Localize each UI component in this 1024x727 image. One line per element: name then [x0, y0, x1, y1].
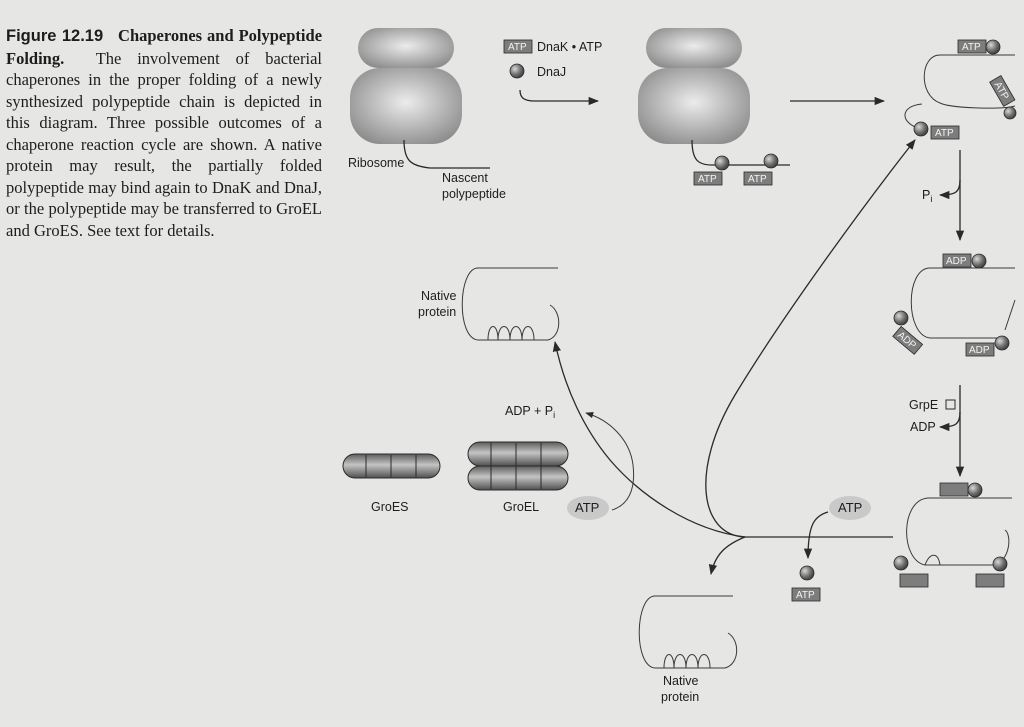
- chain-complex-3: [906, 497, 1012, 566]
- atp-tag: ATP: [930, 125, 960, 140]
- ribosome-small-subunit: [358, 28, 454, 68]
- atp-ellipse: [829, 496, 871, 520]
- atp-label: ATP: [575, 500, 599, 515]
- nascent-label-line2: polypeptide: [442, 187, 506, 201]
- grpe-block: [975, 573, 1005, 588]
- groel-label: GroEL: [503, 500, 539, 514]
- adp-tag: ADP: [965, 342, 995, 357]
- pi-release-arrow: [938, 179, 961, 200]
- pi-label: Pi: [922, 188, 932, 204]
- atp-tag-text: ATP: [796, 590, 815, 601]
- native-protein-top-label-1: Native: [421, 289, 456, 303]
- native-protein-helix: [487, 326, 535, 341]
- dnaj-sphere: [971, 253, 987, 269]
- nascent-polypeptide-chain: [403, 139, 490, 169]
- native-protein-top-label-2: protein: [418, 305, 456, 319]
- groes-complex: [342, 453, 441, 479]
- dnaj-sphere: [714, 155, 730, 171]
- grpe-square-icon: [945, 399, 956, 410]
- dnaj-sphere: [1003, 106, 1017, 120]
- legend-dnaj: DnaJ: [537, 65, 566, 79]
- adp-tag-text: ADP: [969, 345, 990, 356]
- atp-tag-text: ATP: [698, 174, 717, 185]
- dnaj-sphere: [994, 335, 1010, 351]
- ribosome2-chain: [691, 139, 790, 166]
- dnaj-sphere: [992, 556, 1008, 572]
- ribosome-label: Ribosome: [348, 156, 404, 170]
- legend-dnak-atp: DnaK • ATP: [537, 40, 602, 54]
- atp-tag: ATP: [743, 171, 773, 186]
- atp-tag-text: ATP: [748, 174, 767, 185]
- atp-label: ATP: [838, 500, 862, 515]
- groel-complex: [467, 441, 569, 491]
- dnaj-sphere: [763, 153, 779, 169]
- arrow-to-complex-1: [705, 139, 916, 538]
- native-protein-bottom-label-2: protein: [661, 690, 699, 704]
- figure-caption: Figure 12.19 Chaperones and Polypeptide …: [6, 25, 322, 241]
- dnaj-sphere: [985, 39, 1001, 55]
- grpe-label: GrpE: [909, 398, 938, 412]
- adp-tag-text: ADP: [946, 256, 967, 267]
- legend-atp-tag: ATP: [503, 39, 533, 54]
- native-protein-bottom-helix: [663, 654, 711, 669]
- adp-pi-label: ADP + Pi: [505, 404, 555, 420]
- ribosome-large-subunit: [350, 68, 462, 144]
- arrow-to-native-top: [552, 340, 746, 538]
- arrow-to-native-bottom: [708, 536, 746, 576]
- atp-tag: ATP: [791, 587, 821, 602]
- atp-tag: ATP: [957, 39, 987, 54]
- atp-ellipse: [567, 496, 609, 520]
- dnaj-sphere: [967, 482, 983, 498]
- atp-hydrolysis-curve: [585, 411, 635, 511]
- native-protein-bottom: [638, 595, 738, 669]
- atp-tag-text: ATP: [935, 128, 954, 139]
- native-protein-top: [461, 267, 560, 341]
- atp-tag: ATP: [989, 75, 1016, 107]
- grpe-block: [939, 482, 969, 497]
- adp-release-label: ADP: [910, 420, 936, 434]
- atp-tag-text: ATP: [962, 42, 981, 53]
- dnaj-sphere: [799, 565, 815, 581]
- figure-caption-body: The involvement of bacterial chaperones …: [6, 48, 322, 240]
- grpe-block: [899, 573, 929, 588]
- figure-number: Figure 12.19: [6, 27, 104, 45]
- chain-complex-1: [904, 54, 1016, 129]
- native-protein-bottom-label-1: Native: [663, 674, 698, 688]
- atp-tag: ATP: [693, 171, 723, 186]
- chain-complex-2: [910, 267, 1016, 339]
- legend-atp-tag-text: ATP: [508, 42, 527, 53]
- dnaj-sphere: [893, 555, 909, 571]
- ribosome2-large-subunit: [638, 68, 750, 144]
- dnaj-sphere: [893, 310, 909, 326]
- adp-release-arrow: [938, 411, 961, 432]
- groes-label: GroES: [371, 500, 409, 514]
- ribosome2-small-subunit: [646, 28, 742, 68]
- atp-binding-arrow: [803, 511, 829, 560]
- nascent-label-line1: Nascent: [442, 171, 488, 185]
- dnaj-sphere: [913, 121, 929, 137]
- arrow-1: [519, 89, 600, 106]
- figure-title: Chaperones and Polypeptide Folding.: [6, 26, 323, 68]
- legend-dnaj-sphere: [509, 63, 525, 79]
- adp-tag: ADP: [942, 253, 972, 268]
